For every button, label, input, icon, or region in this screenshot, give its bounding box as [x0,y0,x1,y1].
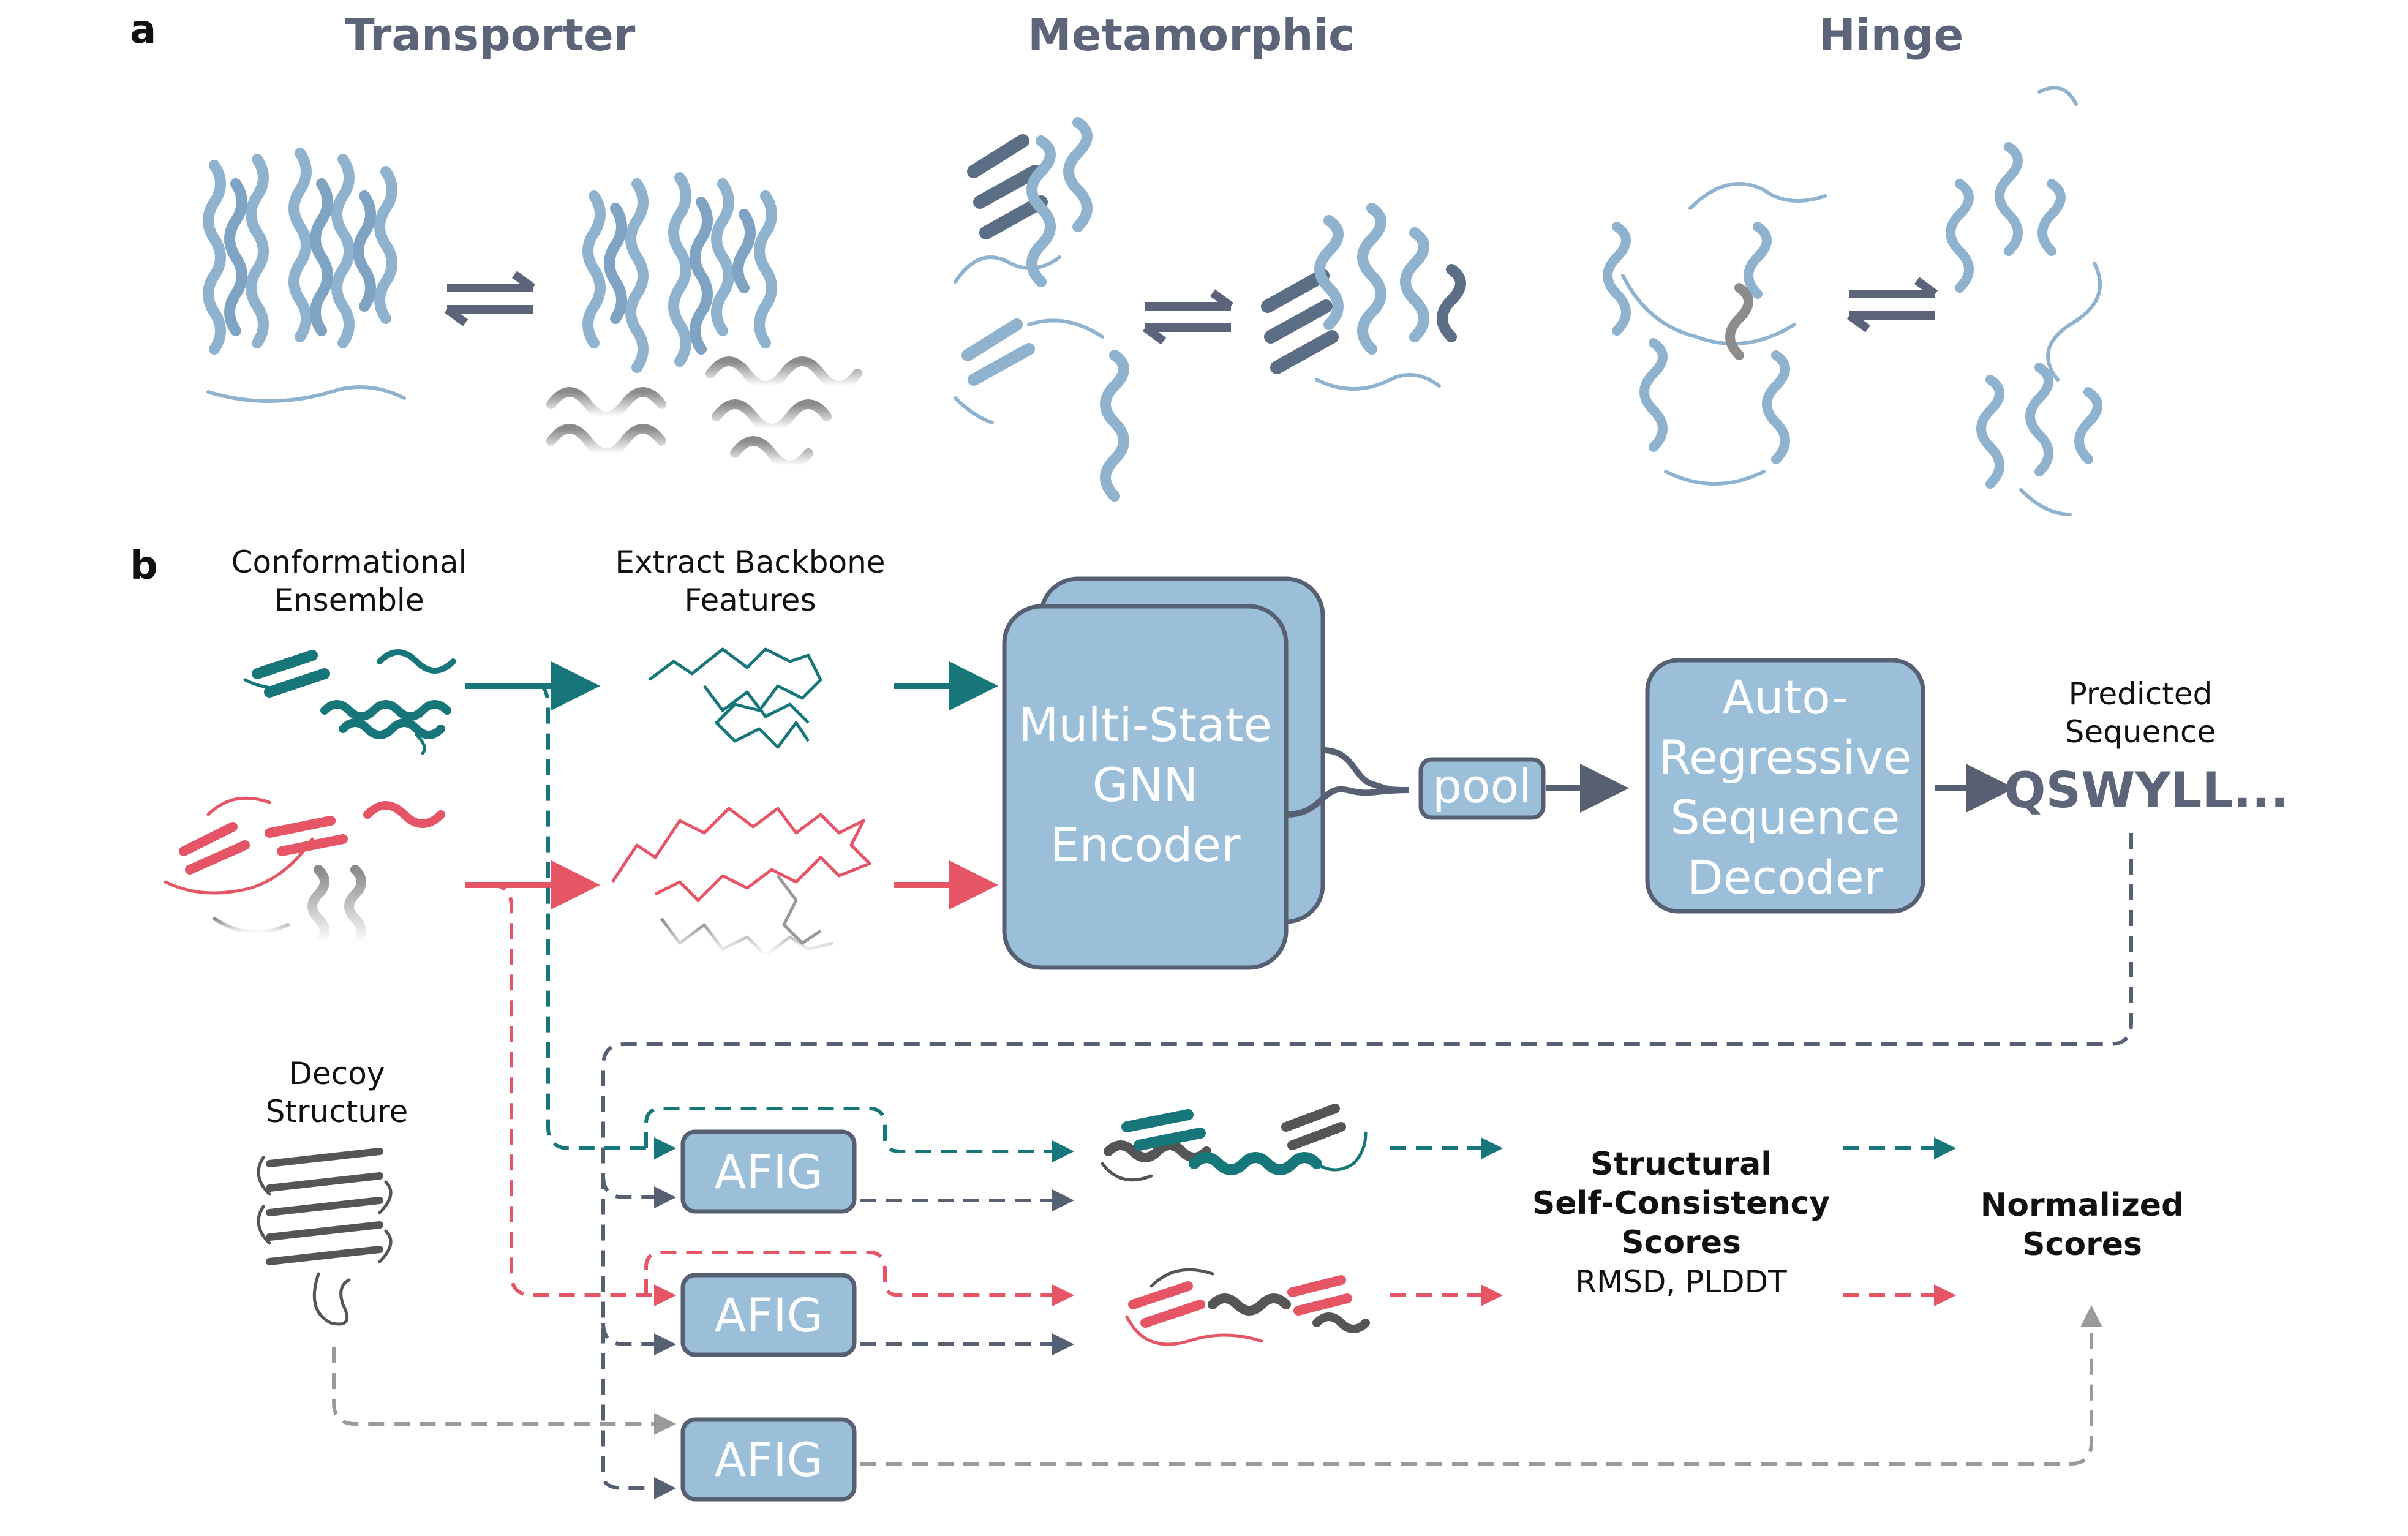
encoder-box-front [1002,604,1289,970]
dashed-teal-over-afig1 [644,1107,1074,1162]
afig-box-2 [680,1273,857,1357]
ensemble-structure-teal [243,649,456,755]
equilibrium-arrows-metamorphic [1142,289,1234,345]
dashed-afig3-to-normalized [860,1305,2102,1466]
afig-box-3 [680,1417,857,1502]
pool-box [1418,757,1546,820]
dashed-decoy-to-afig3 [332,1347,676,1435]
transporter-structure-state2 [582,172,777,373]
connector-encoder-back-to-pool [1322,747,1409,793]
pool-label: pool [1432,759,1532,813]
decoy-structure-image [257,1148,393,1326]
equilibrium-arrows-transporter [444,271,536,326]
transporter-bound-partner [546,356,862,470]
dashed-ensemble-red-to-afig2 [489,883,676,1306]
metamorphic-structure-state2 [1261,203,1466,391]
predicted-structure-overlay-teal [1101,1104,1368,1182]
afig-label-2: AFIG [714,1288,822,1342]
heading-metamorphic: Metamorphic [1028,9,1355,61]
predicted-sequence-value: QSWYLL... [2004,762,2289,819]
backbone-trace-teal [648,647,822,749]
dashed-sequence-to-afig3 [601,833,2133,1499]
backbone-trace-red [611,807,871,957]
afig-box-1 [680,1129,857,1214]
dashed-red-over-afig2 [644,1251,1074,1306]
equilibrium-arrows-hinge [1846,277,1938,333]
afig-label-1: AFIG [714,1145,822,1199]
panel-label-a: a [130,7,156,53]
dashed-ensemble-teal-to-afig1 [538,684,676,1159]
predicted-structure-overlay-red [1125,1268,1370,1346]
dashed-sequence-to-afig1 [601,1175,676,1208]
ensemble-structure-red [164,796,445,948]
hinge-structure-state1 [1603,182,1827,486]
metamorphic-structure-state1 [954,117,1129,502]
afig-label-3: AFIG [714,1432,822,1487]
dashed-sequence-to-afig2 [601,1322,676,1355]
heading-hinge: Hinge [1819,9,1964,61]
panel-label-b: b [130,543,158,589]
transporter-structure-state1 [203,148,406,403]
heading-transporter: Transporter [345,9,636,61]
decoder-box [1645,658,1925,914]
connector-encoder-front-to-pool [1285,786,1409,818]
hinge-structure-state2 [1946,86,2102,516]
scores-metrics: RMSD, PLDDT [1575,1264,1787,1300]
